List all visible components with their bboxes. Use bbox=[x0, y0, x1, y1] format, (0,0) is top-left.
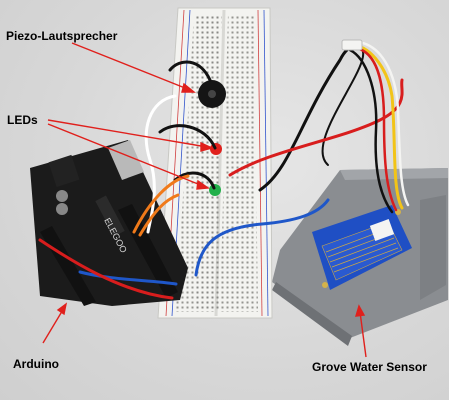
arduino-board: ELEGOO bbox=[30, 140, 188, 306]
label-arduino: Arduino bbox=[13, 357, 59, 371]
piezo-buzzer bbox=[198, 80, 226, 108]
wires bbox=[38, 39, 410, 300]
label-water-sensor: Grove Water Sensor bbox=[312, 360, 427, 374]
water-sensor-pcb bbox=[312, 205, 412, 290]
label-piezo-speaker: Piezo-Lautsprecher bbox=[6, 29, 118, 43]
label-leds: LEDs bbox=[7, 113, 38, 127]
annotation-arrows bbox=[42, 42, 367, 358]
led-green bbox=[209, 184, 221, 196]
